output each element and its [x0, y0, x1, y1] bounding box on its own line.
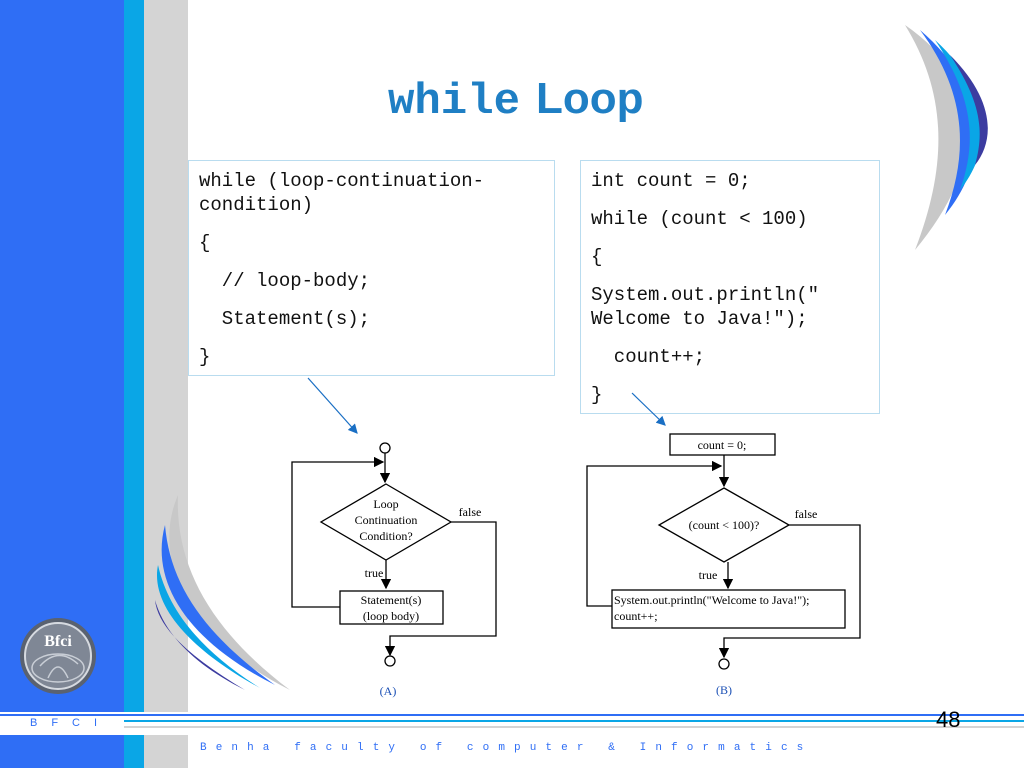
code-line: while (loop-continuation- condition)	[199, 170, 485, 216]
slide-title: while Loop	[388, 74, 644, 127]
condition-text: Condition?	[359, 529, 412, 543]
false-label: false	[795, 507, 818, 521]
condition-text: (count < 100)?	[689, 518, 760, 532]
bottom-grey-block	[144, 735, 188, 768]
code-line: Statement(s);	[199, 308, 371, 330]
statement-text: Statement(s)	[361, 593, 422, 607]
init-box	[669, 433, 776, 456]
code-line: System.out.println(" Welcome to Java!");	[591, 284, 820, 330]
code-line: {	[591, 246, 603, 268]
page-number: 48	[936, 707, 961, 732]
statement-box	[611, 589, 846, 629]
code-line: while (count < 100)	[591, 208, 808, 230]
footer-full-label: Benha faculty of computer & Informatics	[200, 742, 813, 754]
false-label: false	[459, 505, 482, 519]
caption-b: (B)	[716, 683, 732, 697]
statement-text: System.out.println("Welcome to Java!");	[614, 593, 809, 607]
top-right-swoosh	[905, 25, 988, 250]
footer-line	[0, 714, 1024, 716]
svg-text:Bfci: Bfci	[44, 633, 72, 650]
statement-box	[339, 590, 444, 625]
bfci-logo: Bfci	[20, 618, 96, 694]
condition-text: Loop	[373, 497, 398, 511]
bottom-left-swoosh	[155, 495, 290, 690]
true-label: true	[699, 568, 718, 582]
footer-short-label: BFCI	[30, 717, 112, 729]
bottom-blue-block	[0, 735, 124, 768]
syntax-code-box: while (loop-continuation- condition) { /…	[188, 160, 555, 376]
bottom-cyan-block	[124, 735, 144, 768]
code-line: // loop-body;	[199, 270, 371, 292]
flowchart-b	[586, 433, 861, 670]
decorative-swooshes	[155, 25, 988, 690]
code-line: count++;	[591, 346, 706, 368]
left-blue-band	[0, 0, 124, 712]
footer-line	[124, 720, 1024, 722]
init-text: count = 0;	[698, 438, 747, 452]
title-word: Loop	[536, 74, 644, 123]
pointer-arrow-b	[631, 392, 666, 426]
footer-line	[124, 726, 1024, 728]
code-line: }	[591, 384, 603, 406]
code-line: int count = 0;	[591, 170, 751, 192]
caption-a: (A)	[380, 684, 397, 698]
statement-text: (loop body)	[363, 609, 419, 623]
code-line: {	[199, 232, 211, 254]
end-node	[384, 655, 396, 667]
start-node	[379, 442, 391, 454]
statement-text: count++;	[614, 609, 658, 623]
condition-text: Continuation	[355, 513, 418, 527]
flowchart-a	[291, 442, 497, 667]
pointer-arrow-a	[307, 377, 358, 434]
left-cyan-band	[124, 0, 144, 712]
condition-diamond	[657, 487, 791, 563]
end-node	[718, 658, 730, 670]
title-code-word: while	[388, 77, 521, 127]
code-line: }	[199, 346, 211, 368]
example-code-box: int count = 0; while (count < 100) { Sys…	[580, 160, 880, 414]
true-label: true	[365, 566, 384, 580]
